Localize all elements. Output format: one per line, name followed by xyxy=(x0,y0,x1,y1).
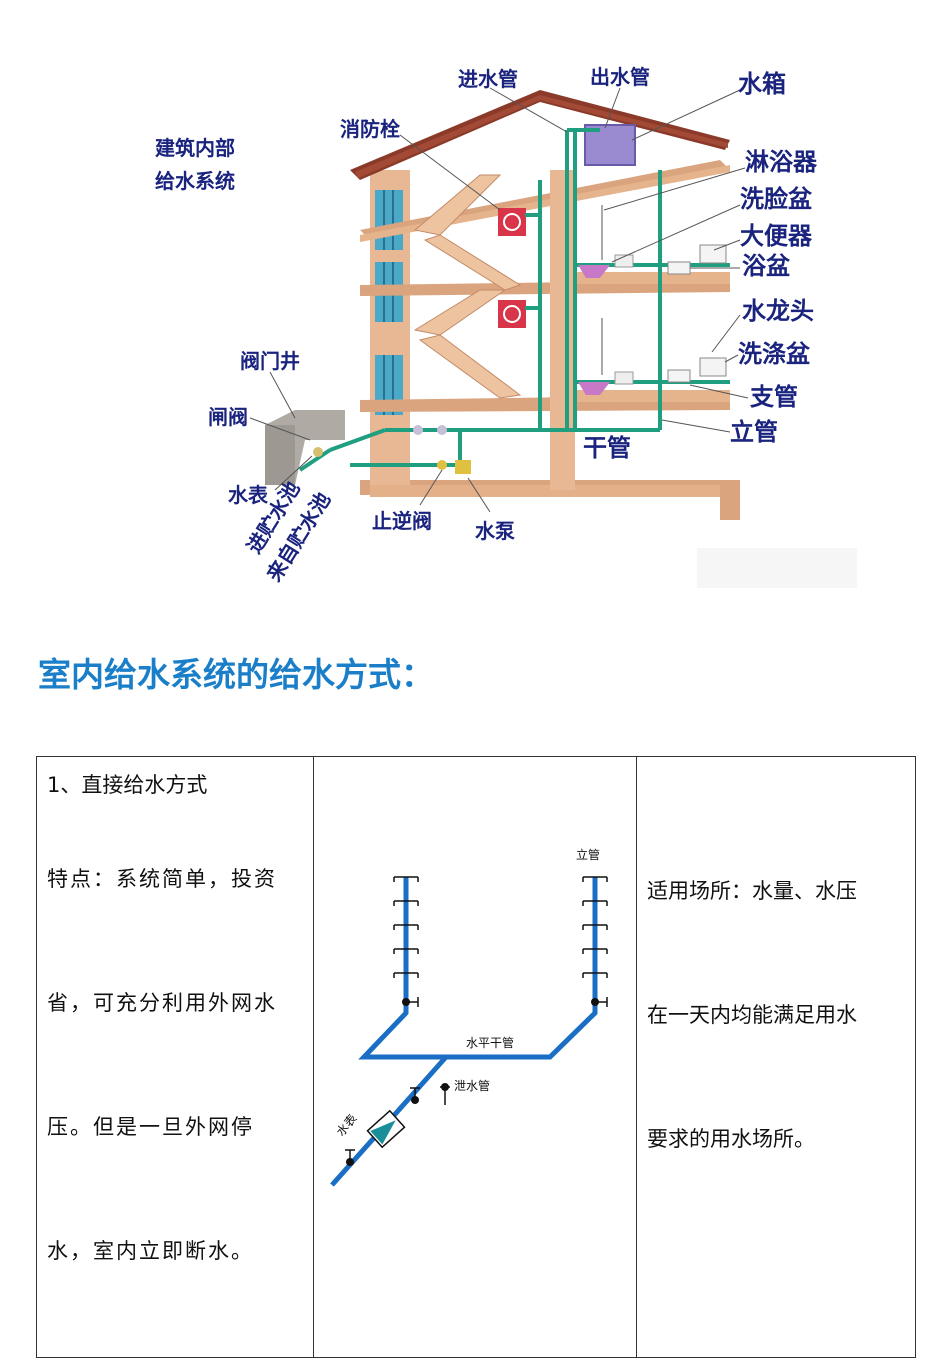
pump xyxy=(455,460,471,474)
label-branch-pipe: 支管 xyxy=(750,382,798,411)
feature-line-4: 水，室内立即断水。 xyxy=(47,1239,254,1263)
water-tank xyxy=(584,124,636,166)
hydrant-lower xyxy=(498,300,526,328)
center-column xyxy=(550,170,575,490)
feature-line-1: 特点：系统简单，投资 xyxy=(47,867,277,891)
leader-lines xyxy=(249,87,749,513)
label-faucet: 水龙头 xyxy=(742,296,814,325)
main-pipe-label: 水平干管 xyxy=(466,1035,514,1050)
label-washbasin: 洗脸盆 xyxy=(740,184,813,213)
label-main-pipe: 干管 xyxy=(583,433,631,462)
applicability-line-2: 在一天内均能满足用水 xyxy=(647,1003,857,1027)
meter-label: 水表 xyxy=(334,1112,360,1139)
mode-title: 1、直接给水方式 xyxy=(47,773,208,797)
label-check-valve: 止逆阀 xyxy=(372,509,432,533)
stairs xyxy=(413,174,522,399)
riser-label: 立管 xyxy=(576,847,600,862)
table-row: 1、直接给水方式 特点：系统简单，投资 省，可充分利用外网水 压。但是一旦外网停… xyxy=(36,756,916,1358)
drain-pipe-label: 泄水管 xyxy=(454,1078,490,1093)
figure-title-line1: 建筑内部 xyxy=(155,136,235,160)
description-cell: 1、直接给水方式 特点：系统简单，投资 省，可充分利用外网水 压。但是一旦外网停… xyxy=(36,756,314,1358)
label-water-tank: 水箱 xyxy=(738,69,786,98)
label-bathtub: 浴盆 xyxy=(742,251,791,280)
label-sink: 洗涤盆 xyxy=(738,339,811,368)
schematic-pipes xyxy=(330,877,598,1187)
figure-title-line2: 给水系统 xyxy=(155,169,235,193)
label-pump: 水泵 xyxy=(475,519,515,543)
applicability-line-3: 要求的用水场所。 xyxy=(647,1127,815,1151)
green-pipes xyxy=(298,128,730,472)
blank-patch xyxy=(697,548,857,588)
applicability-cell: 适用场所：水量、水压 在一天内均能满足用水 要求的用水场所。 xyxy=(636,756,916,1358)
building-water-supply-figure: 建筑内部 给水系统 进水管 出水管 水箱 消防栓 淋浴器 洗脸盆 大便器 浴盆 … xyxy=(0,0,950,600)
label-water-meter: 水表 xyxy=(228,483,269,507)
feature-line-3: 压。但是一旦外网停 xyxy=(47,1115,254,1139)
applicability-line-1: 适用场所：水量、水压 xyxy=(647,879,857,903)
label-riser: 立管 xyxy=(730,417,778,446)
schematic-cell: 立管 水平干管 泄水管 水表 xyxy=(313,756,637,1358)
label-toilet: 大便器 xyxy=(740,221,813,250)
label-gate-valve: 闸阀 xyxy=(208,405,248,429)
section-heading: 室内给水系统的给水方式： xyxy=(38,655,434,694)
roof xyxy=(350,90,730,180)
label-inlet-pipe: 进水管 xyxy=(458,67,518,91)
supply-mode-table: 1、直接给水方式 特点：系统简单，投资 省，可充分利用外网水 压。但是一旦外网停… xyxy=(36,756,916,1358)
feature-line-2: 省，可充分利用外网水 xyxy=(47,991,277,1015)
building-illustration: 建筑内部 给水系统 进水管 出水管 水箱 消防栓 淋浴器 洗脸盆 大便器 浴盆 … xyxy=(155,65,857,588)
label-outlet-pipe: 出水管 xyxy=(590,65,650,89)
direct-supply-schematic: 立管 水平干管 泄水管 水表 xyxy=(330,847,608,1187)
label-shower: 淋浴器 xyxy=(745,147,818,176)
valves xyxy=(313,425,471,474)
label-valve-well: 阀门井 xyxy=(240,349,300,373)
fixtures xyxy=(578,205,727,395)
meter-icon xyxy=(366,1109,406,1149)
valves xyxy=(346,998,599,1166)
label-hydrant: 消防栓 xyxy=(340,117,400,141)
hydrant-upper xyxy=(498,208,526,236)
